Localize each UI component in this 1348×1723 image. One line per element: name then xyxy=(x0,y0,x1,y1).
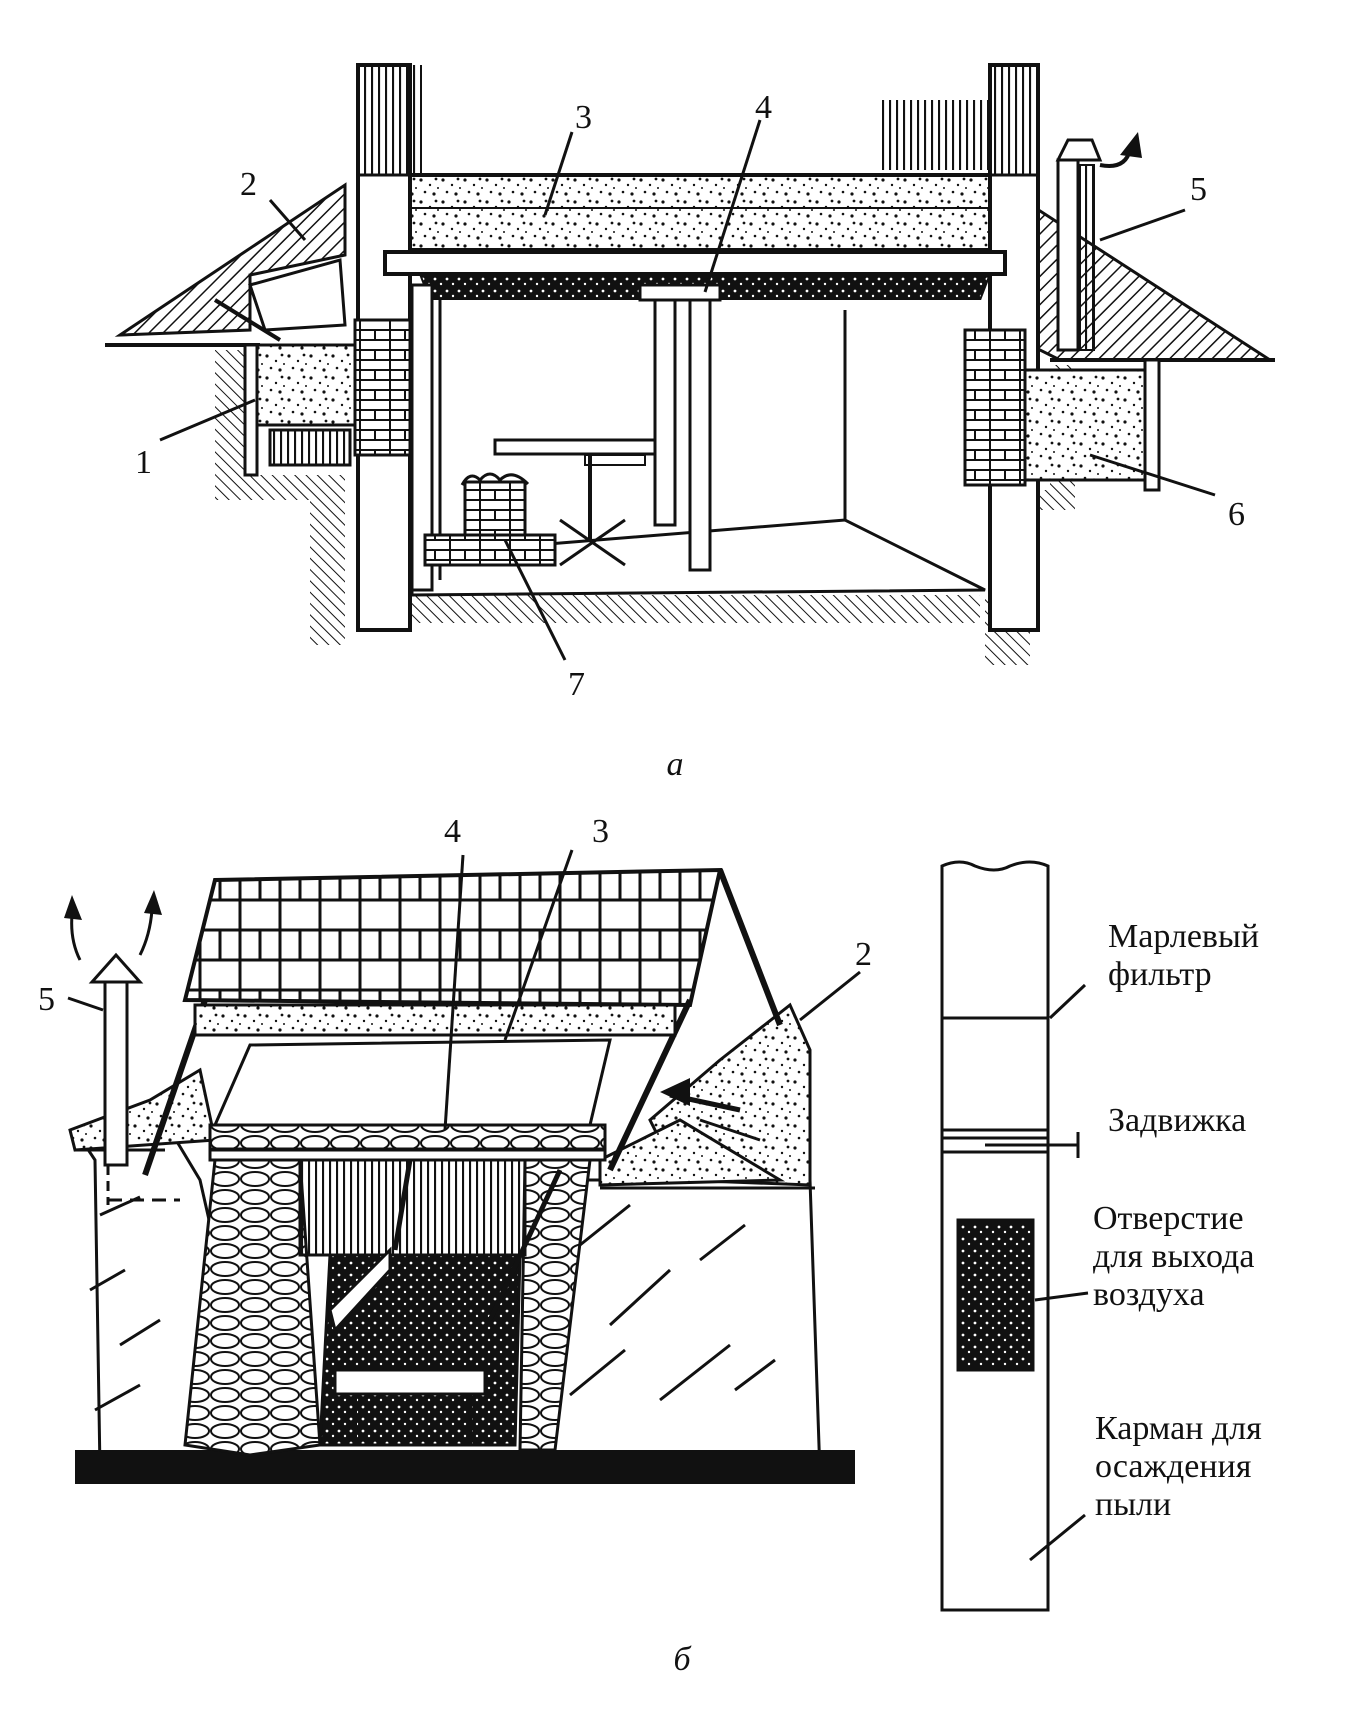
label-gauze-filter: Марлевый фильтр xyxy=(1108,918,1259,994)
label-air-outlet-line-1: Отверстие xyxy=(1093,1200,1244,1237)
covering-layer xyxy=(193,1003,677,1037)
bench-lower xyxy=(333,1368,487,1396)
fill-chamber-right xyxy=(1023,368,1147,482)
intake-arrow xyxy=(660,1078,690,1106)
brick-wall-right xyxy=(963,328,1027,487)
soil-hatch-bottom xyxy=(380,595,980,623)
label-a-7: 7 xyxy=(568,666,585,703)
support-post xyxy=(688,298,712,572)
earth-mound-left xyxy=(68,1067,217,1152)
caption-b: б xyxy=(673,1641,692,1678)
label-dust-pocket-line-1: Карман для xyxy=(1095,1410,1262,1447)
label-a-1: 1 xyxy=(135,444,152,481)
label-a-3: 3 xyxy=(575,99,592,136)
label-air-outlet: Отверстие для выхода воздуха xyxy=(1093,1200,1254,1314)
soil-hatch-left xyxy=(215,350,345,645)
label-air-outlet-line-3: воздуха xyxy=(1093,1276,1205,1313)
label-valve: Задвижка xyxy=(1108,1102,1246,1140)
air-flow-arrows-b xyxy=(70,909,154,961)
right-embankment xyxy=(998,182,1276,362)
label-gauze-filter-line-1: Марлевый xyxy=(1108,918,1260,955)
entrance-fill-left xyxy=(253,343,357,427)
label-b-5: 5 xyxy=(38,981,55,1018)
stove xyxy=(463,480,527,544)
roof-slab xyxy=(408,173,992,252)
vent-pipe-a xyxy=(1056,158,1080,352)
figure-a-cross-section: 1 2 3 4 5 6 7 а xyxy=(105,63,1276,783)
trench-opening xyxy=(318,1253,522,1447)
valve-gate xyxy=(940,1128,1050,1140)
bench xyxy=(493,438,657,456)
label-a-5: 5 xyxy=(1190,171,1207,208)
vent-pipe-b xyxy=(103,978,129,1167)
label-dust-pocket-line-2: осаждения xyxy=(1095,1448,1252,1485)
label-valve-line-1: Задвижка xyxy=(1108,1102,1247,1139)
log-wall-back xyxy=(298,1158,527,1257)
brick-wall-left xyxy=(353,318,412,457)
label-dust-pocket: Карман для осаждения пыли xyxy=(1095,1410,1262,1524)
label-a-6: 6 xyxy=(1228,496,1245,533)
air-outlet-opening xyxy=(956,1218,1035,1372)
ceiling-beam xyxy=(383,250,1007,276)
label-air-outlet-line-2: для выхода xyxy=(1093,1238,1255,1275)
log-wall-right xyxy=(518,1158,592,1452)
label-dust-pocket-line-3: пыли xyxy=(1095,1486,1172,1523)
label-gauze-filter-line-2: фильтр xyxy=(1108,956,1212,993)
label-a-2: 2 xyxy=(240,166,257,203)
label-b-3: 3 xyxy=(592,813,609,850)
label-b-4: 4 xyxy=(444,813,461,850)
log-ceiling xyxy=(208,1123,607,1151)
label-b-2: 2 xyxy=(855,936,872,973)
vent-pipe-detail xyxy=(940,860,1089,1612)
bench-upper xyxy=(328,1246,392,1334)
ceiling-slab-b xyxy=(212,1038,612,1127)
caption-a: а xyxy=(667,746,684,783)
figure-b-perspective: 5 4 3 2 б xyxy=(38,813,872,1678)
label-a-4: 4 xyxy=(755,89,772,126)
shelter-roof xyxy=(182,867,723,1008)
log-wall-left xyxy=(183,1158,322,1457)
